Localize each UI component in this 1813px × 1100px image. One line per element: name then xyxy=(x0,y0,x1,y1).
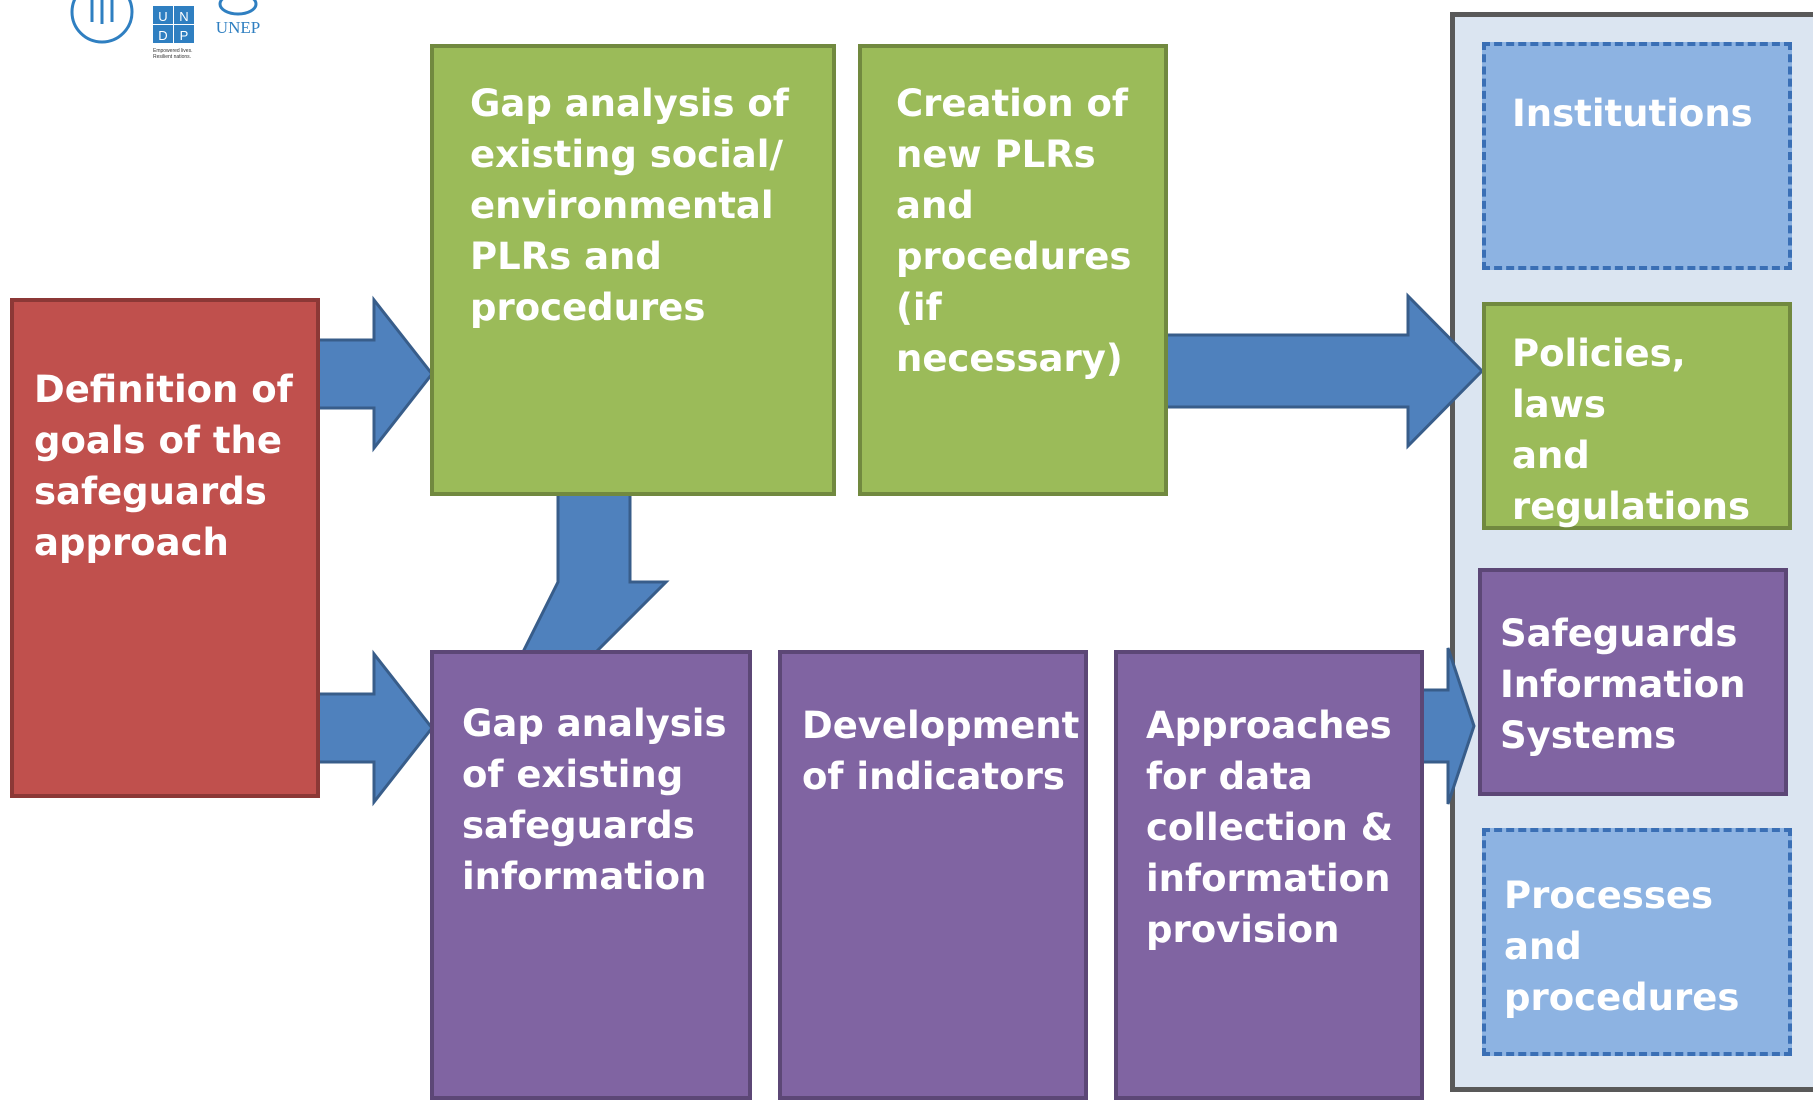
unep-label: UNEP xyxy=(216,18,260,37)
box-goals: Definition of goals of the safeguards ap… xyxy=(10,298,320,798)
box-creation-plr-text: Creation of new PLRs and procedures (if … xyxy=(896,82,1132,380)
partner-logos: U N D P Empowered lives. Resilient natio… xyxy=(0,0,300,66)
arrow-gap-plr-to-gap-info xyxy=(519,492,670,656)
arrow-creation-to-policies xyxy=(1162,292,1485,450)
arrow-goals-to-gap-info xyxy=(314,649,434,807)
undp-letter-d: D xyxy=(158,28,167,43)
box-creation-plr: Creation of new PLRs and procedures (if … xyxy=(858,44,1168,496)
box-approaches: Approaches for data collection & informa… xyxy=(1114,650,1424,1100)
box-approaches-text: Approaches for data collection & informa… xyxy=(1146,704,1394,951)
box-gap-plr-text: Gap analysis of existing social/ environ… xyxy=(470,82,789,329)
box-indicators: Development of indicators xyxy=(778,650,1088,1100)
undp-tagline-2: Resilient nations. xyxy=(153,54,191,60)
undp-letter-n: N xyxy=(179,9,188,24)
panel-institutions: Institutions xyxy=(1482,42,1792,270)
panel-policies-text: Policies, laws and regulations xyxy=(1512,332,1750,528)
panel-policies: Policies, laws and regulations xyxy=(1482,302,1792,530)
box-gap-plr: Gap analysis of existing social/ environ… xyxy=(430,44,836,496)
panel-institutions-text: Institutions xyxy=(1512,92,1753,135)
panel-sis-text: Safeguards Information Systems xyxy=(1500,612,1746,757)
panel-processes: Processes and procedures xyxy=(1482,828,1792,1056)
panel-sis: Safeguards Information Systems xyxy=(1478,568,1788,796)
fao-logo xyxy=(70,0,134,44)
box-gap-info-text: Gap analysis of existing safeguards info… xyxy=(462,702,727,898)
arrow-approaches-to-sis xyxy=(1420,647,1476,805)
unep-logo: UNEP xyxy=(216,0,260,37)
undp-logo: U N D P Empowered lives. Resilient natio… xyxy=(153,6,194,60)
undp-letter-u: U xyxy=(158,9,167,24)
box-gap-info: Gap analysis of existing safeguards info… xyxy=(430,650,752,1100)
box-indicators-text: Development of indicators xyxy=(802,704,1080,798)
undp-tagline: Empowered lives. xyxy=(153,48,192,54)
box-goals-text: Definition of goals of the safeguards ap… xyxy=(34,368,293,564)
panel-processes-text: Processes and procedures xyxy=(1504,874,1740,1019)
undp-letter-p: P xyxy=(180,28,189,43)
arrow-goals-to-gap-plr xyxy=(314,295,434,453)
